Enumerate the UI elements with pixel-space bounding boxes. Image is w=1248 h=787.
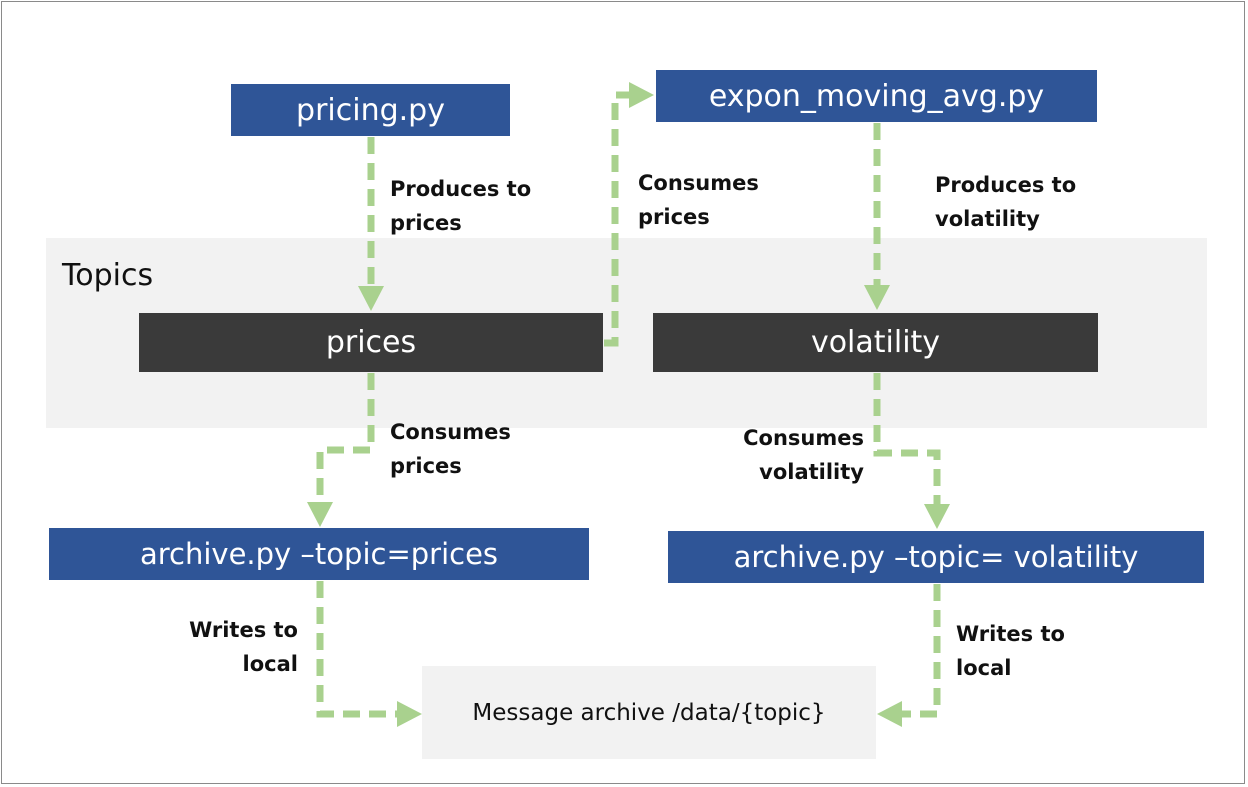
- archive-volatility-node: archive.py –topic= volatility: [668, 531, 1204, 583]
- edge-label-produces-prices: Produces to prices: [390, 172, 531, 240]
- edge-label-line: prices: [638, 205, 710, 229]
- edge-label-writes-local-volatility: Writes to local: [956, 617, 1065, 685]
- edge-label-line: prices: [390, 454, 462, 478]
- edge-label-consumes-prices-ema: Consumes prices: [638, 166, 759, 234]
- message-archive-label: Message archive /data/{topic}: [472, 699, 826, 726]
- archive-volatility-label: archive.py –topic= volatility: [733, 540, 1139, 574]
- prices-topic-node: prices: [139, 313, 603, 372]
- edge-label-line: volatility: [759, 460, 864, 484]
- archive-prices-node: archive.py –topic=prices: [49, 528, 589, 580]
- arrowhead-pricing-to-prices: [358, 286, 384, 311]
- volatility-topic-label: volatility: [810, 325, 941, 360]
- edge-label-consumes-prices-archive: Consumes prices: [390, 415, 511, 483]
- pricing-node: pricing.py: [231, 84, 510, 136]
- edge-label-line: volatility: [935, 207, 1040, 231]
- edge-label-line: Writes to: [956, 622, 1065, 646]
- edge-label-line: Consumes: [743, 426, 864, 450]
- edge-label-line: Consumes: [638, 171, 759, 195]
- arrowhead-to-message-archive-left: [397, 701, 422, 727]
- arrow-volatility-to-archive: [873, 373, 941, 505]
- arrow-prices-to-ema: [604, 91, 630, 347]
- edge-label-writes-local-prices: Writes to local: [180, 613, 298, 681]
- topics-label: Topics: [62, 258, 154, 293]
- edge-label-line: Writes to: [189, 618, 298, 642]
- arrowhead-to-message-archive-right: [877, 701, 902, 727]
- arrowhead-prices-to-ema: [629, 82, 654, 108]
- volatility-topic-node: volatility: [653, 313, 1098, 372]
- edge-label-line: prices: [390, 211, 462, 235]
- edge-label-line: local: [242, 652, 298, 676]
- arrow-archive-prices-to-message-archive: [316, 581, 397, 718]
- archive-prices-label: archive.py –topic=prices: [139, 537, 499, 571]
- edge-label-line: local: [956, 656, 1012, 680]
- edge-label-line: Consumes: [390, 420, 511, 444]
- edge-label-consumes-volatility-archive: Consumes volatility: [736, 421, 864, 489]
- arrow-prices-to-archive: [316, 373, 375, 503]
- edge-label-produces-volatility: Produces to volatility: [935, 168, 1076, 236]
- edge-label-line: Produces to: [935, 173, 1077, 197]
- arrow-archive-volatility-to-message-archive: [902, 584, 941, 718]
- pricing-node-label: pricing.py: [296, 92, 445, 128]
- arrowhead-prices-to-archive: [307, 502, 333, 527]
- message-archive-node: Message archive /data/{topic}: [422, 666, 876, 759]
- prices-topic-label: prices: [325, 325, 417, 360]
- edge-label-line: Produces to: [390, 177, 532, 201]
- arrowhead-ema-to-volatility: [864, 285, 890, 310]
- arrowhead-volatility-to-archive: [924, 504, 950, 529]
- ema-node: expon_moving_avg.py: [656, 70, 1097, 122]
- ema-node-label: expon_moving_avg.py: [708, 78, 1045, 114]
